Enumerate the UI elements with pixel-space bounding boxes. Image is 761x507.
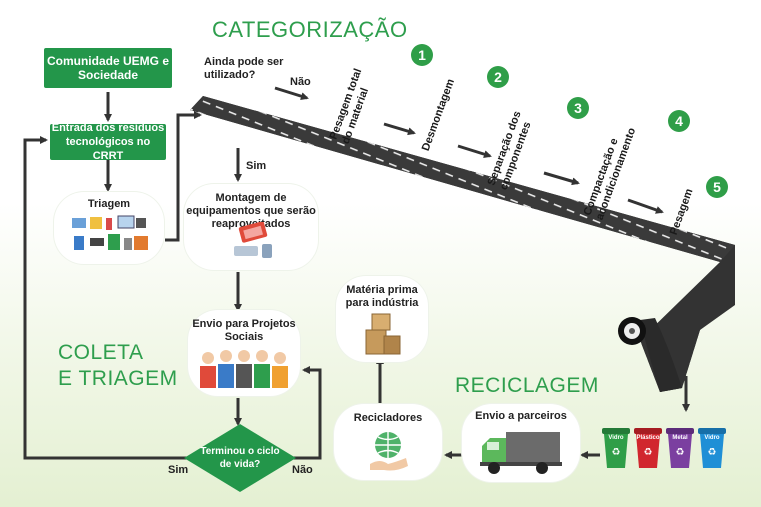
label-ainda-pode: Ainda pode ser utilizado? bbox=[204, 56, 284, 81]
title-coleta-triagem: COLETA E TRIAGEM bbox=[58, 341, 178, 390]
step-1-badge: 1 bbox=[411, 44, 433, 66]
edge-sim-left: Sim bbox=[168, 464, 189, 476]
bin-label-1: Vidro bbox=[608, 435, 624, 441]
edge-nao-top: Não bbox=[290, 76, 311, 88]
arrow-nao-belt bbox=[274, 86, 309, 101]
arrow-step-1 bbox=[383, 122, 416, 136]
label-montagem: Montagem de equipamentos que serão reapr… bbox=[186, 192, 316, 230]
label-envio-parceiros: Envio a parceiros bbox=[475, 410, 567, 422]
bin-label-2: Plástico bbox=[636, 435, 660, 441]
boxes-icon bbox=[362, 312, 404, 361]
svg-text:♻: ♻ bbox=[676, 447, 685, 458]
label-triagem: Triagem bbox=[87, 198, 131, 210]
bin-label-4: Vidro bbox=[704, 435, 720, 441]
bin-label-3: Metal bbox=[672, 435, 688, 441]
label-envio-projetos: Envio para Projetos Sociais bbox=[192, 318, 296, 343]
people-icon bbox=[198, 348, 290, 395]
svg-text:♻: ♻ bbox=[708, 447, 717, 458]
title-reciclagem: RECICLAGEM bbox=[455, 374, 599, 397]
arrow-step-2 bbox=[457, 144, 492, 159]
box-entrada: Entrada dos resíduos tecnológicos no CRR… bbox=[50, 122, 166, 162]
arrow-triagem-belt bbox=[165, 111, 202, 242]
edge-sim-montagem: Sim bbox=[246, 160, 267, 172]
arrow-step-3 bbox=[543, 171, 580, 186]
step-5-badge: 5 bbox=[706, 176, 728, 198]
box-comunidade: Comunidade UEMG e Sociedade bbox=[44, 48, 172, 88]
step-2-badge: 2 bbox=[487, 66, 509, 88]
computer-icon bbox=[230, 221, 276, 267]
truck-icon bbox=[478, 426, 564, 481]
bin-vidro-blue: ♻ Vidro bbox=[698, 428, 726, 473]
bin-vidro-green: ♻ Vidro bbox=[602, 428, 630, 473]
decision-diamond bbox=[184, 424, 296, 492]
arrow-sim-loop bbox=[23, 136, 188, 460]
bin-plastico-red: ♻ Plástico bbox=[634, 428, 662, 473]
step-3-badge: 3 bbox=[567, 97, 589, 119]
step-4-badge: 4 bbox=[668, 110, 690, 132]
arrow-nao-loop bbox=[292, 366, 322, 460]
label-materia-prima: Matéria prima para indústria bbox=[345, 284, 419, 309]
label-terminou: Terminou o ciclo de vida? bbox=[200, 446, 280, 470]
belt-roller bbox=[618, 317, 646, 345]
arrow-step-4 bbox=[627, 198, 664, 214]
label-recicladores: Recicladores bbox=[353, 412, 423, 424]
svg-text:♻: ♻ bbox=[644, 447, 653, 458]
bin-metal-purple: ♻ Metal bbox=[666, 428, 694, 473]
svg-text:♻: ♻ bbox=[612, 447, 621, 458]
edge-nao-right: Não bbox=[292, 464, 313, 476]
electronics-icons bbox=[70, 214, 150, 258]
conveyor-belt bbox=[190, 96, 735, 392]
globe-hand-icon bbox=[366, 428, 410, 479]
title-categorizacao: CATEGORIZAÇÃO bbox=[212, 17, 408, 42]
